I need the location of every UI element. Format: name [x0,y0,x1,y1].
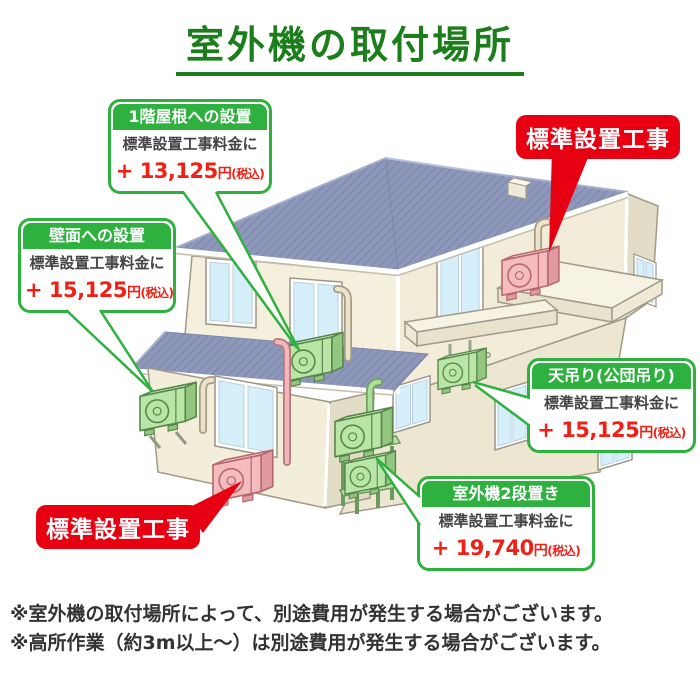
callout-header: 天吊り(公団吊り) [532,363,691,390]
callout-wall-install: 壁面への設置 標準設置工事料金に + 15,125円(税込) [18,218,176,314]
callout-roof-install: 1階屋根への設置 標準設置工事料金に + 13,125円(税込) [108,99,272,195]
footnote-line: ※室外機の取付場所によって、別途費用が発生する場合がございます。 [10,603,614,625]
standard-install-balloon-top: 標準設置工事 [516,115,680,159]
callout-stacked-install: 室外機2段置き 標準設置工事料金に + 19,740円(税込) [417,476,595,572]
callout-price: + 19,740円(税込) [431,535,581,560]
window [214,375,278,459]
window [494,380,530,451]
callout-header: 1階屋根への設置 [113,104,267,131]
callout-body: 標準設置工事料金に [438,512,574,531]
footnote-line: ※高所作業（約3m以上～）は別途費用が発生する場合がございます。 [10,632,611,655]
ceiling-hung-area [403,299,559,394]
standard-install-balloon-bottom: 標準設置工事 [36,505,200,549]
wall-bracket [148,435,162,449]
callout-price: + 15,125円(税込) [537,417,686,442]
footnotes: ※室外機の取付場所によって、別途費用が発生する場合がございます。 ※高所作業（約… [10,600,613,659]
window [205,257,257,329]
callout-header: 壁面への設置 [23,223,171,250]
page-title: 室外機の取付場所 [0,14,700,76]
callout-price: + 15,125円(税込) [25,277,174,302]
balcony [495,218,665,324]
callout-ceiling-install: 天吊り(公団吊り) 標準設置工事料金に + 15,125円(税込) [527,358,696,454]
callout-body: 標準設置工事料金に [543,394,679,413]
callout-price: + 13,125円(税込) [115,158,265,183]
callout-header: 室外機2段置き [422,481,590,508]
window [392,374,431,434]
callout-body: 標準設置工事料金に [29,254,165,273]
callout-body: 標準設置工事料金に [122,135,258,154]
wall-bracket [174,431,188,445]
